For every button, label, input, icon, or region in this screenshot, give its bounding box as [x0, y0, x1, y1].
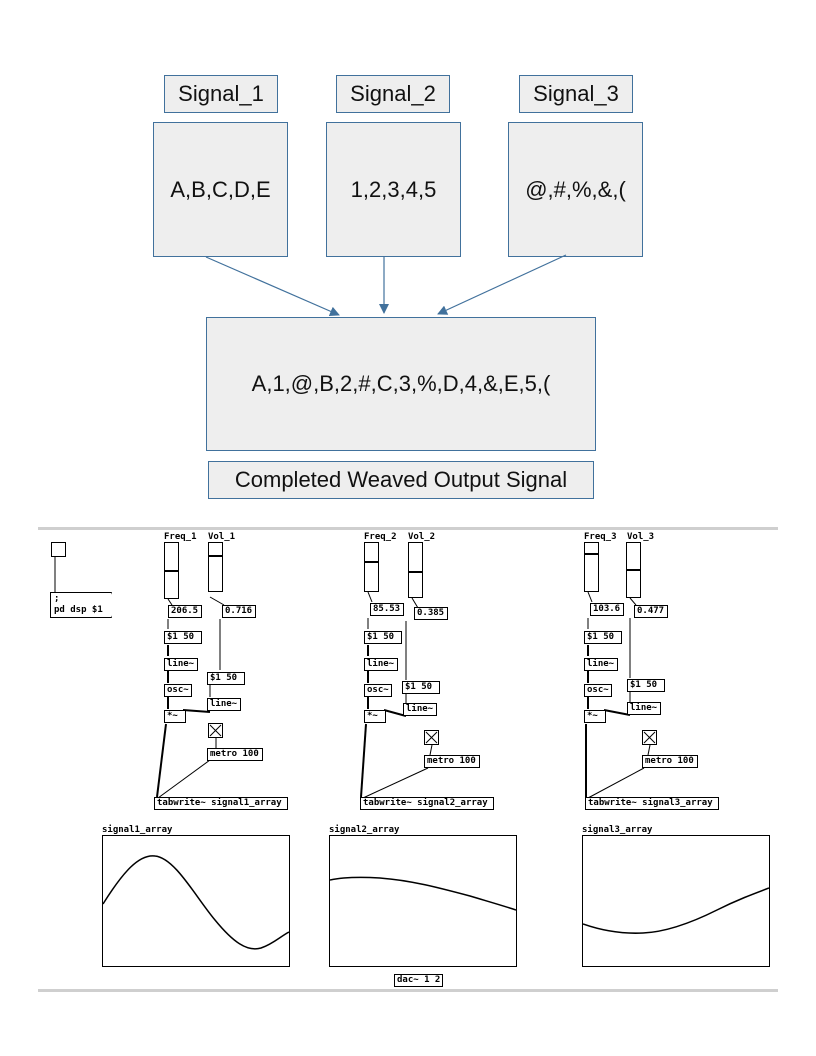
- vol-1-slider[interactable]: [208, 542, 223, 592]
- vol-1-number[interactable]: 0.716: [222, 605, 256, 618]
- toggle-x-icon: [209, 724, 222, 737]
- metro-1: metro 100: [207, 748, 263, 761]
- signal-3-box: @,#,%,&,(: [508, 122, 643, 257]
- tabwrite-1: tabwrite~ signal1_array: [154, 797, 288, 810]
- array-3-label: signal3_array: [582, 825, 653, 835]
- patch-bottom-border: [38, 989, 778, 992]
- freq-1-number[interactable]: 206.5: [168, 605, 202, 618]
- toggle-x-icon: [643, 731, 656, 744]
- signal-1-label: Signal_1: [164, 75, 278, 113]
- signal-2-label: Signal_2: [336, 75, 450, 113]
- arrow-1: [205, 256, 340, 316]
- dsp-message[interactable]: ; pd dsp $1: [50, 592, 112, 618]
- vol-1-label: Vol_1: [208, 532, 236, 542]
- vol-3-slider-knob[interactable]: [627, 569, 640, 571]
- freq-3-label: Freq_3: [584, 532, 617, 542]
- arrow-3: [437, 254, 567, 315]
- signal-2-box: 1,2,3,4,5: [326, 122, 461, 257]
- osc-1: osc~: [164, 684, 192, 697]
- tabwrite-2: tabwrite~ signal2_array: [360, 797, 494, 810]
- freq-1-slider[interactable]: [164, 542, 179, 599]
- freq-3-slider[interactable]: [584, 542, 599, 592]
- freq-2-slider[interactable]: [364, 542, 379, 592]
- vol-3-slider[interactable]: [626, 542, 641, 598]
- vol-2-number[interactable]: 0.385: [414, 607, 448, 620]
- array-3-waveform: [583, 887, 769, 934]
- vol-3-label: Vol_3: [627, 532, 655, 542]
- vol-2-line: line~: [403, 703, 437, 716]
- bang-3-toggle[interactable]: [642, 730, 657, 745]
- vol-2-slider-knob[interactable]: [409, 571, 422, 573]
- array-2-label: signal2_array: [329, 825, 400, 835]
- toggle-x-icon: [425, 731, 438, 744]
- vol-3-ramp-msg[interactable]: $1 50: [627, 679, 665, 692]
- freq-1-line: line~: [164, 658, 198, 671]
- freq-1-label: Freq_1: [164, 532, 197, 542]
- mul-2: *~: [364, 710, 386, 723]
- freq-1-slider-knob[interactable]: [165, 570, 178, 572]
- freq-2-ramp-msg[interactable]: $1 50: [364, 631, 402, 644]
- output-label: Completed Weaved Output Signal: [208, 461, 594, 499]
- freq-2-line: line~: [364, 658, 398, 671]
- array-3-graph[interactable]: [582, 835, 770, 967]
- dac-object: dac~ 1 2: [394, 974, 443, 987]
- vol-2-label: Vol_2: [408, 532, 436, 542]
- tabwrite-3: tabwrite~ signal3_array: [585, 797, 719, 810]
- mul-1: *~: [164, 710, 186, 723]
- array-1-waveform: [103, 855, 289, 950]
- array-2-graph[interactable]: [329, 835, 517, 967]
- freq-3-ramp-msg[interactable]: $1 50: [584, 631, 622, 644]
- metro-2: metro 100: [424, 755, 480, 768]
- mul-3: *~: [584, 710, 606, 723]
- osc-2: osc~: [364, 684, 392, 697]
- freq-1-ramp-msg[interactable]: $1 50: [164, 631, 202, 644]
- patch-top-border: [38, 527, 778, 530]
- vol-1-ramp-msg[interactable]: $1 50: [207, 672, 245, 685]
- vol-2-slider[interactable]: [408, 542, 423, 598]
- freq-2-label: Freq_2: [364, 532, 397, 542]
- metro-3: metro 100: [642, 755, 698, 768]
- freq-3-line: line~: [584, 658, 618, 671]
- array-1-label: signal1_array: [102, 825, 173, 835]
- vol-3-number[interactable]: 0.477: [634, 605, 668, 618]
- signal-3-label: Signal_3: [519, 75, 633, 113]
- dsp-toggle[interactable]: [51, 542, 66, 557]
- bang-1-toggle[interactable]: [208, 723, 223, 738]
- vol-3-line: line~: [627, 702, 661, 715]
- array-1-graph[interactable]: [102, 835, 290, 967]
- signal-1-box: A,B,C,D,E: [153, 122, 288, 257]
- freq-3-number[interactable]: 103.6: [590, 603, 624, 616]
- freq-3-slider-knob[interactable]: [585, 553, 598, 555]
- freq-2-slider-knob[interactable]: [365, 561, 378, 563]
- bang-2-toggle[interactable]: [424, 730, 439, 745]
- vol-1-slider-knob[interactable]: [209, 555, 222, 557]
- vol-1-line: line~: [207, 698, 241, 711]
- freq-2-number[interactable]: 85.53: [370, 603, 404, 616]
- osc-3: osc~: [584, 684, 612, 697]
- output-box: A,1,@,B,2,#,C,3,%,D,4,&,E,5,(: [206, 317, 596, 451]
- array-2-waveform: [330, 876, 516, 911]
- vol-2-ramp-msg[interactable]: $1 50: [402, 681, 440, 694]
